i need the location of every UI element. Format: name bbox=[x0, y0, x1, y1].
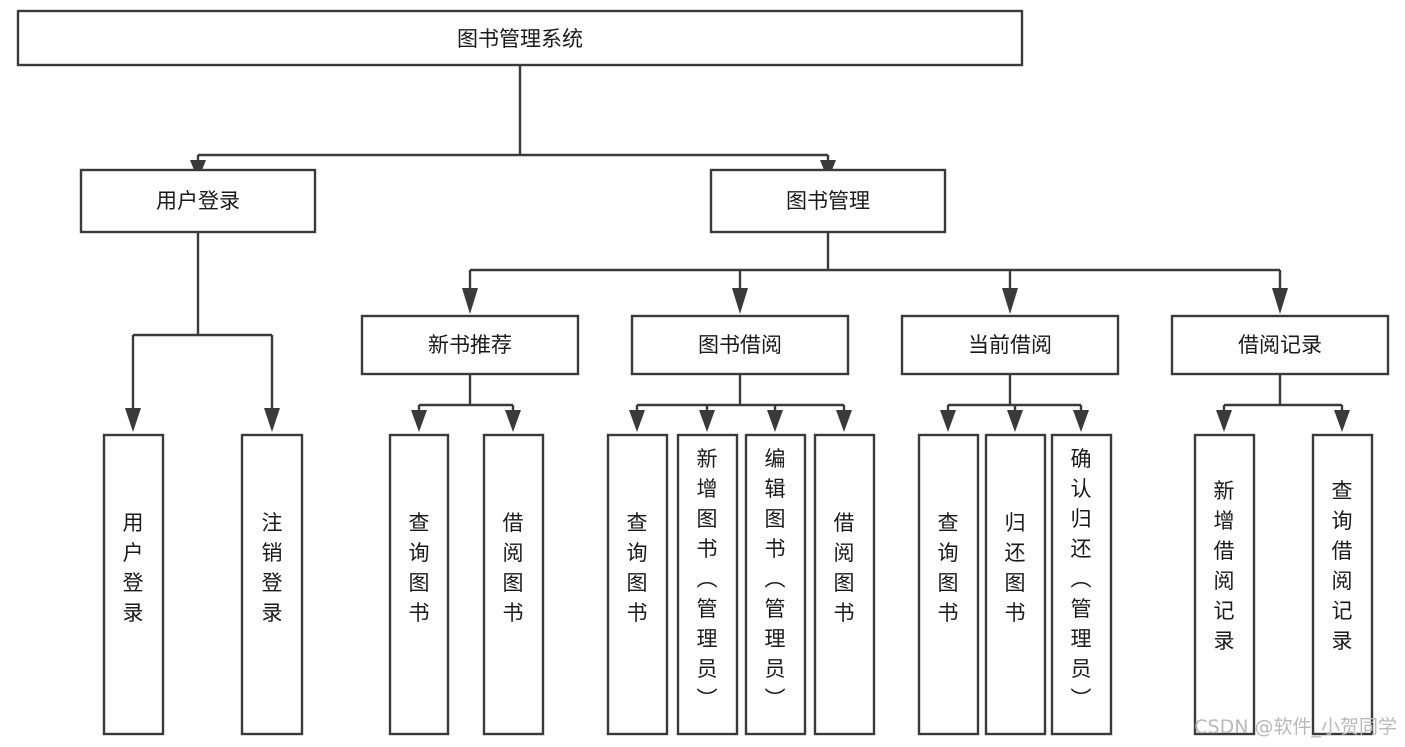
book-borrow-label: 图书借阅 bbox=[698, 333, 782, 357]
node-user-login[interactable]: 用户登录 bbox=[79, 168, 317, 234]
book-manage-label: 图书管理 bbox=[786, 189, 870, 213]
arrow-to-leaf-return-book bbox=[1007, 410, 1023, 432]
arrow-to-leaf-query-record bbox=[1334, 410, 1350, 432]
leaf-add-record-label: 新增借阅记录 bbox=[1214, 479, 1235, 653]
leaf-query-book-2-label: 查询图书 bbox=[627, 511, 648, 625]
arrow-to-book-borrow bbox=[732, 288, 748, 314]
node-new-book-rec[interactable]: 新书推荐 bbox=[360, 314, 580, 376]
node-borrow-record[interactable]: 借阅记录 bbox=[1170, 314, 1390, 376]
leaf-user-login-box[interactable] bbox=[102, 433, 165, 736]
leaf-query-book-1-label: 查询图书 bbox=[409, 511, 430, 625]
csdn-watermark: CSDN @软件_小贺同学 bbox=[1194, 716, 1397, 738]
current-borrow-label: 当前借阅 bbox=[968, 333, 1052, 357]
leaf-query-book-3-label: 查询图书 bbox=[938, 511, 959, 625]
leaf-edit-book-box[interactable] bbox=[744, 433, 807, 736]
root-box[interactable] bbox=[16, 9, 1024, 67]
book-manage-box[interactable] bbox=[709, 168, 947, 234]
edge-root-to-level2 bbox=[196, 65, 830, 160]
arrow-to-borrow-record bbox=[1272, 288, 1288, 314]
borrow-record-box[interactable] bbox=[1170, 314, 1390, 376]
node-book-manage[interactable]: 图书管理 bbox=[709, 168, 947, 234]
leaf-query-book-3-box[interactable] bbox=[917, 433, 980, 736]
node-leaf-query-book-3[interactable]: 查询图书 bbox=[917, 433, 980, 736]
node-leaf-user-login[interactable]: 用户登录 bbox=[102, 433, 165, 736]
edge-book-manage-bus bbox=[468, 232, 1282, 288]
leaf-logout-box[interactable] bbox=[240, 433, 304, 736]
leaf-borrow-book-1-label: 借阅图书 bbox=[503, 511, 524, 625]
leaf-return-book-label: 归还图书 bbox=[1005, 511, 1026, 625]
current-borrow-box[interactable] bbox=[900, 314, 1120, 376]
node-leaf-query-book-2[interactable]: 查询图书 bbox=[606, 433, 669, 736]
node-current-borrow[interactable]: 当前借阅 bbox=[900, 314, 1120, 376]
leaf-query-book-1-box[interactable] bbox=[388, 433, 450, 736]
edge-new-book-rec-bus bbox=[417, 374, 515, 410]
new-book-rec-box[interactable] bbox=[360, 314, 580, 376]
node-leaf-confirm-return[interactable]: 确认归还︵管理员︶ bbox=[1050, 433, 1113, 736]
edge-user-login-bus bbox=[131, 232, 274, 408]
node-book-borrow[interactable]: 图书借阅 bbox=[630, 314, 850, 376]
arrow-to-leaf-logout bbox=[264, 408, 280, 432]
node-root[interactable]: 图书管理系统 bbox=[16, 9, 1024, 67]
leaf-borrow-book-1-box[interactable] bbox=[482, 433, 545, 736]
leaf-add-book-box[interactable] bbox=[676, 433, 739, 736]
edge-book-borrow-bus bbox=[635, 374, 846, 410]
node-leaf-query-record[interactable]: 查询借阅记录 bbox=[1311, 433, 1374, 736]
node-leaf-add-record[interactable]: 新增借阅记录 bbox=[1193, 433, 1256, 736]
user-login-box[interactable] bbox=[79, 168, 317, 234]
leaf-confirm-return-box[interactable] bbox=[1050, 433, 1113, 736]
root-label: 图书管理系统 bbox=[457, 27, 583, 51]
arrow-to-leaf-query-book-3 bbox=[940, 410, 956, 432]
connector-layer bbox=[125, 65, 1350, 432]
leaf-logout-label: 注销登录 bbox=[262, 511, 283, 625]
user-login-label: 用户登录 bbox=[156, 189, 240, 213]
node-leaf-return-book[interactable]: 归还图书 bbox=[984, 433, 1047, 736]
leaf-query-record-label: 查询借阅记录 bbox=[1332, 479, 1353, 653]
leaf-borrow-book-2-label: 借阅图书 bbox=[834, 511, 855, 625]
leaf-return-book-box[interactable] bbox=[984, 433, 1047, 736]
arrow-to-leaf-query-book-2 bbox=[629, 410, 645, 432]
edge-borrow-record-bus bbox=[1222, 374, 1344, 410]
leaf-edit-book-label: 编辑图书︵管理员︶ bbox=[765, 447, 786, 711]
book-borrow-box[interactable] bbox=[630, 314, 850, 376]
arrow-to-leaf-edit-book bbox=[767, 410, 783, 432]
leaf-user-login-label: 用户登录 bbox=[123, 511, 144, 625]
arrow-to-leaf-add-book bbox=[699, 410, 715, 432]
arrow-to-new-book-rec bbox=[462, 288, 478, 314]
node-leaf-add-book[interactable]: 新增图书︵管理员︶ bbox=[676, 433, 739, 736]
node-leaf-logout[interactable]: 注销登录 bbox=[240, 433, 304, 736]
new-book-rec-label: 新书推荐 bbox=[428, 333, 512, 357]
edge-current-borrow-bus bbox=[946, 374, 1083, 410]
arrow-to-leaf-borrow-book-1 bbox=[505, 410, 521, 432]
node-leaf-edit-book[interactable]: 编辑图书︵管理员︶ bbox=[744, 433, 807, 736]
node-leaf-borrow-book-2[interactable]: 借阅图书 bbox=[813, 433, 876, 736]
arrow-to-leaf-confirm-return bbox=[1073, 410, 1089, 432]
arrow-to-current-borrow bbox=[1002, 288, 1018, 314]
node-leaf-query-book-1[interactable]: 查询图书 bbox=[388, 433, 450, 736]
leaf-query-book-2-box[interactable] bbox=[606, 433, 669, 736]
leaf-borrow-book-2-box[interactable] bbox=[813, 433, 876, 736]
leaf-query-record-box[interactable] bbox=[1311, 433, 1374, 736]
arrow-to-leaf-query-book-1 bbox=[411, 410, 427, 432]
borrow-record-label: 借阅记录 bbox=[1238, 333, 1322, 357]
leaf-confirm-return-label: 确认归还︵管理员︶ bbox=[1071, 447, 1092, 711]
node-leaf-borrow-book-1[interactable]: 借阅图书 bbox=[482, 433, 545, 736]
arrow-to-leaf-add-record bbox=[1216, 410, 1232, 432]
arrow-to-leaf-borrow-book-2 bbox=[836, 410, 852, 432]
leaf-add-record-box[interactable] bbox=[1193, 433, 1256, 736]
arrow-to-leaf-user-login bbox=[125, 408, 141, 432]
leaf-add-book-label: 新增图书︵管理员︶ bbox=[697, 447, 718, 711]
